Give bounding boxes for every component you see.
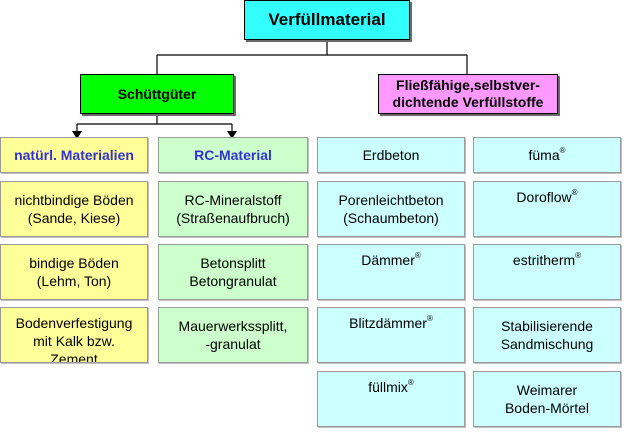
item-name: Doroflow	[516, 189, 572, 205]
group-node-fliessfaehige: Fließfähige,selbstver- dichtende Verfüll…	[378, 74, 558, 114]
item-label: Bodenverfestigung mit Kalk bzw. Zement	[15, 315, 133, 363]
item-name: Erdbeton	[362, 147, 420, 163]
list-item-flowable: Dämmer®	[317, 244, 465, 300]
item-label: Mauerwerkssplitt, -granulat	[178, 318, 288, 352]
list-item-flowable: füma®	[473, 137, 621, 173]
item-name: Weimarer Boden-Mörtel	[504, 382, 590, 416]
registered-mark: ®	[559, 146, 566, 155]
root-node: Verfüllmaterial	[244, 0, 410, 40]
list-item-flowable: estritherm®	[473, 244, 621, 300]
list-item-flowable: Weimarer Boden-Mörtel	[473, 371, 621, 427]
list-item-flowable: Porenleichtbeton (Schaumbeton)	[317, 181, 465, 237]
item-label: füllmix®	[368, 378, 414, 396]
list-item-rc: RC-Mineralstoff (Straßenaufbruch)	[158, 181, 308, 237]
column-header-natural: natürl. Materialien	[0, 137, 148, 173]
item-name: füllmix	[368, 379, 408, 395]
registered-mark: ®	[414, 251, 421, 260]
item-name: Dämmer	[361, 252, 415, 268]
item-label: Doroflow®	[516, 188, 577, 206]
list-item-flowable: Erdbeton	[317, 137, 465, 173]
item-label: RC-Mineralstoff (Straßenaufbruch)	[176, 192, 290, 226]
item-label: bindige Böden (Lehm, Ton)	[29, 255, 119, 289]
registered-mark: ®	[407, 378, 414, 387]
left-group-label: Schüttgüter	[117, 86, 197, 102]
item-label: Stabilisierende Sandmischung	[501, 317, 594, 353]
list-item-flowable: füllmix®	[317, 371, 465, 427]
item-label: Weimarer Boden-Mörtel	[505, 381, 589, 417]
list-item-rc: Mauerwerkssplitt, -granulat	[158, 307, 308, 363]
item-label: Blitzdämmer®	[349, 314, 433, 332]
list-item-rc: Betonsplitt Betongranulat	[158, 244, 308, 300]
item-label: estritherm®	[513, 251, 581, 269]
list-item-natural: bindige Böden (Lehm, Ton)	[0, 244, 148, 300]
list-item-flowable: Doroflow®	[473, 181, 621, 237]
item-label: Erdbeton	[363, 146, 420, 164]
item-name: Blitzdämmer	[349, 315, 427, 331]
list-item-flowable: Stabilisierende Sandmischung	[473, 307, 621, 363]
rc-header-label: RC-Material	[194, 147, 272, 163]
root-label: Verfüllmaterial	[268, 10, 386, 29]
item-label: füma®	[528, 146, 565, 164]
item-name: Porenleichtbeton (Schaumbeton)	[338, 192, 444, 226]
registered-mark: ®	[575, 251, 582, 260]
group-node-schuettgueter: Schüttgüter	[80, 74, 234, 114]
list-item-flowable: Blitzdämmer®	[317, 307, 465, 363]
item-label: Dämmer®	[361, 251, 421, 269]
item-name: estritherm	[512, 252, 576, 268]
item-name: Stabilisierende Sandmischung	[500, 318, 594, 352]
item-label: Betonsplitt Betongranulat	[189, 255, 277, 289]
list-item-natural: nichtbindige Böden (Sande, Kiese)	[0, 181, 148, 237]
item-name: füma	[528, 147, 560, 163]
natural-header-label: natürl. Materialien	[14, 147, 134, 163]
column-header-rc: RC-Material	[158, 137, 308, 173]
registered-mark: ®	[426, 314, 433, 323]
right-group-label: Fließfähige,selbstver- dichtende Verfüll…	[392, 77, 544, 110]
registered-mark: ®	[571, 188, 578, 197]
list-item-natural: Bodenverfestigung mit Kalk bzw. Zement	[0, 307, 148, 363]
item-label: Porenleichtbeton (Schaumbeton)	[338, 191, 443, 227]
item-label: nichtbindige Böden (Sande, Kiese)	[14, 192, 134, 226]
